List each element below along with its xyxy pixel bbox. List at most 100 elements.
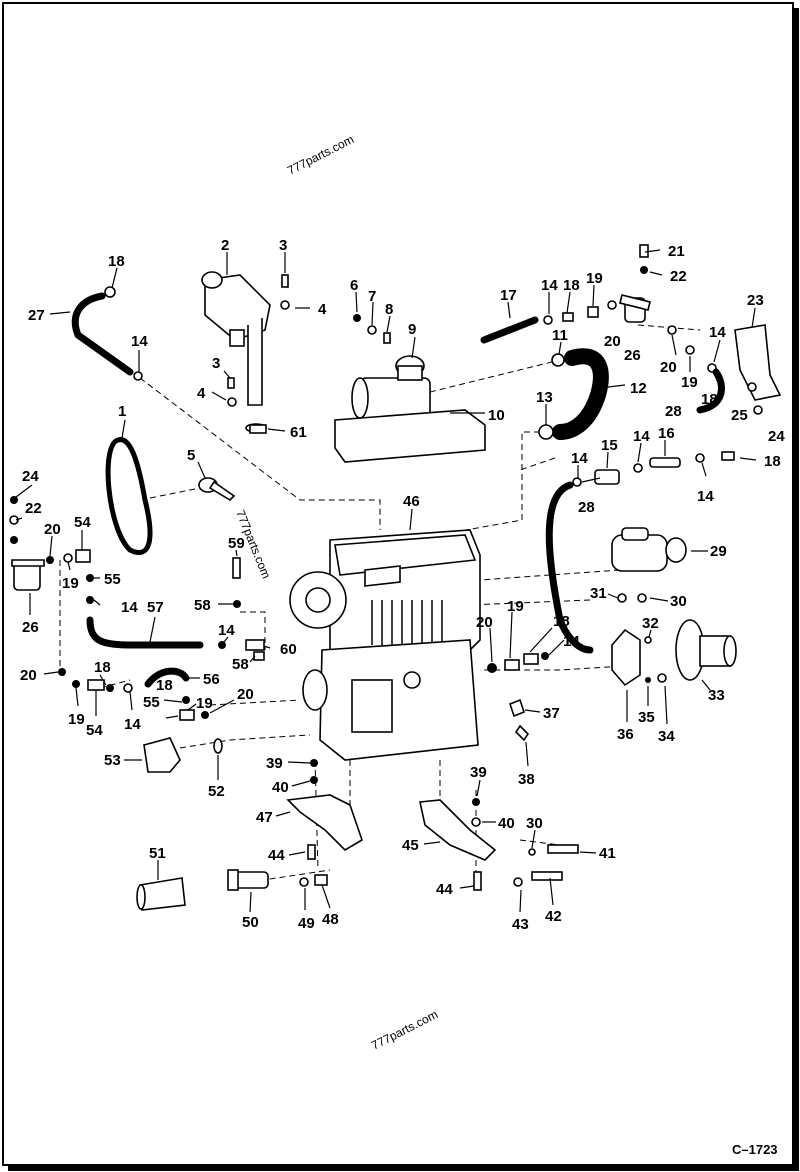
callout-20: 20 — [237, 686, 254, 703]
clamp-14-e — [695, 453, 705, 463]
washer-22-l — [9, 515, 19, 525]
callout-49: 49 — [298, 915, 315, 932]
callout-24: 24 — [768, 428, 785, 445]
callout-18: 18 — [563, 277, 580, 294]
washer-30-l — [528, 848, 536, 856]
callout-19: 19 — [681, 374, 698, 391]
callout-9: 9 — [408, 321, 416, 338]
washer-32 — [644, 636, 652, 644]
callout-20: 20 — [660, 359, 677, 376]
callout-34: 34 — [658, 728, 675, 745]
hose-18-r — [696, 368, 725, 414]
callout-20: 20 — [604, 333, 621, 350]
callout-32: 32 — [642, 615, 659, 632]
bolt-49 — [299, 877, 309, 887]
callout-44: 44 — [268, 847, 285, 864]
clamp-20-r — [667, 325, 677, 335]
fitting-19-lll — [179, 709, 195, 721]
bracket-23 — [734, 324, 782, 401]
callout-57: 57 — [147, 599, 164, 616]
callout-14: 14 — [697, 488, 714, 505]
sleeve-51 — [136, 877, 186, 911]
clamp-14-m — [218, 641, 226, 649]
muffler-2 — [201, 271, 271, 433]
clamp-20-ll — [58, 668, 66, 676]
fuel-pump-26 — [619, 294, 651, 323]
fitting-54-l — [75, 549, 91, 563]
pulley-33 — [675, 619, 737, 681]
fitting-50 — [227, 869, 269, 891]
callout-44: 44 — [436, 881, 453, 898]
washer-4-top — [280, 300, 290, 310]
bracket-10 — [334, 409, 486, 463]
idler-5 — [198, 477, 236, 502]
callout-6: 6 — [350, 277, 358, 294]
fitting-38 — [514, 724, 530, 742]
callout-41: 41 — [599, 845, 616, 862]
callout-5: 5 — [187, 447, 195, 464]
clamp-18-ll — [106, 684, 114, 692]
washer-22 — [640, 266, 648, 274]
fitting-19-m — [504, 659, 520, 671]
callout-60: 60 — [280, 641, 297, 658]
washer-40-r — [471, 817, 481, 827]
callout-19: 19 — [507, 598, 524, 615]
clamp-18 — [104, 286, 116, 298]
callout-14: 14 — [218, 622, 235, 639]
callout-17: 17 — [500, 287, 517, 304]
hose-28 — [545, 481, 594, 654]
washer-20 — [607, 300, 617, 310]
callout-18: 18 — [94, 659, 111, 676]
solenoid-53 — [143, 737, 181, 773]
callout-50: 50 — [242, 914, 259, 931]
callout-54: 54 — [74, 514, 91, 531]
callout-45: 45 — [402, 837, 419, 854]
hose-27 — [71, 292, 134, 376]
callout-1: 1 — [118, 403, 126, 420]
callout-54: 54 — [86, 722, 103, 739]
callout-10: 10 — [488, 407, 505, 424]
bolt-59 — [232, 557, 241, 579]
hose-56 — [144, 667, 190, 688]
washer-25 — [747, 382, 757, 392]
callout-4: 4 — [318, 301, 327, 318]
starter-29 — [611, 527, 687, 572]
callout-39: 39 — [266, 755, 283, 772]
clamp-14-mm — [541, 652, 549, 660]
callout-14: 14 — [121, 599, 138, 616]
frame-shadow-right — [794, 8, 799, 1170]
callout-14: 14 — [131, 333, 148, 350]
washer-35 — [645, 677, 651, 683]
bolt-44-r — [473, 871, 482, 891]
callout-8: 8 — [385, 301, 393, 318]
callout-19: 19 — [62, 575, 79, 592]
callout-28: 28 — [578, 499, 595, 516]
callout-14: 14 — [571, 450, 588, 467]
bolt-21 — [639, 244, 649, 258]
washer-39-l — [310, 759, 318, 767]
bolt-24 — [753, 405, 763, 415]
callout-22: 22 — [25, 500, 42, 517]
bolt-44-l — [307, 844, 316, 860]
callout-18: 18 — [701, 391, 718, 408]
gasket-52 — [213, 738, 223, 754]
callout-61: 61 — [290, 424, 307, 441]
fastener-6 — [353, 314, 361, 322]
washer-39-r — [472, 798, 480, 806]
callout-37: 37 — [543, 705, 560, 722]
line-16 — [649, 457, 681, 468]
callout-14: 14 — [633, 428, 650, 445]
bolt-3-top — [281, 274, 289, 288]
callout-30: 30 — [670, 593, 687, 610]
clamp-18-b — [562, 312, 574, 322]
callout-14: 14 — [541, 277, 558, 294]
engine-block-46 — [289, 529, 481, 761]
clamp-20-lll — [201, 711, 209, 719]
callout-43: 43 — [512, 916, 529, 933]
bolt-24-l — [10, 496, 18, 504]
callout-13: 13 — [536, 389, 553, 406]
washer-30 — [637, 593, 647, 603]
callout-19: 19 — [586, 270, 603, 287]
bracket-47 — [286, 794, 363, 852]
